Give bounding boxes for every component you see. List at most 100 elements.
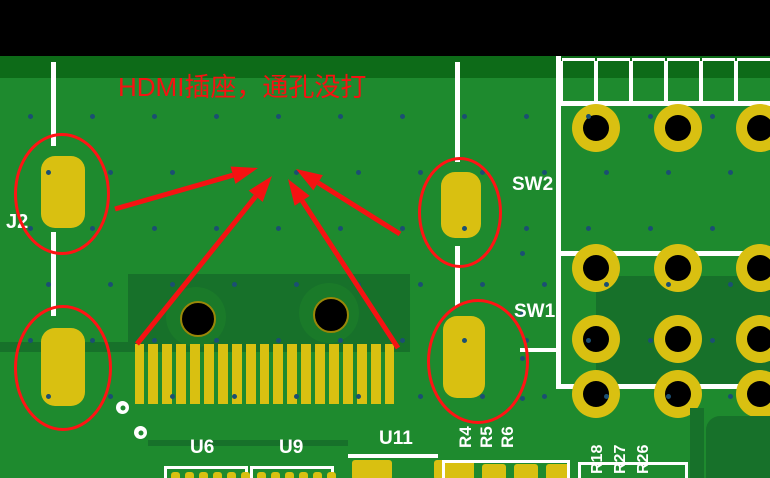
gold-finger [329, 344, 339, 404]
via [586, 338, 591, 343]
via [524, 226, 529, 231]
arrow-from-right [296, 169, 402, 237]
drill-hole [747, 255, 770, 281]
gold-finger [301, 344, 312, 404]
via [152, 226, 157, 231]
gold-finger [203, 344, 214, 404]
silk-vline-header-left [556, 56, 561, 388]
through-hole-pad [736, 370, 770, 418]
via [338, 338, 343, 343]
u6-pad [199, 472, 208, 478]
mount-hole-2 [134, 426, 147, 439]
drill-hole [583, 115, 609, 141]
through-hole-pad [736, 244, 770, 292]
via [232, 282, 237, 287]
via [152, 338, 157, 343]
via [648, 226, 653, 231]
silkscreen-top-box [667, 58, 700, 61]
u9-pad [313, 472, 322, 478]
silkscreen-top-box [597, 58, 630, 61]
via [276, 338, 281, 343]
through-hole-pad [572, 104, 620, 152]
designator-r6: R6 [498, 426, 517, 448]
u6-pad [185, 472, 194, 478]
gold-finger [356, 344, 367, 404]
solder-mask-dark-band [0, 56, 770, 78]
designator-sw2: SW2 [512, 174, 554, 195]
designator-sw1: SW1 [514, 301, 556, 322]
via [170, 394, 175, 399]
drill-hole [583, 255, 609, 281]
mount-hole-1 [116, 401, 129, 414]
resistor-pad [482, 464, 506, 478]
via [294, 394, 299, 399]
via [294, 282, 299, 287]
u6-pad [213, 472, 222, 478]
gold-finger [315, 344, 326, 404]
through-hole-pad [736, 104, 770, 152]
via [710, 226, 715, 231]
via [214, 338, 219, 343]
via [604, 394, 609, 399]
via [356, 394, 361, 399]
u6-pad [171, 472, 180, 478]
silkscreen-top-box-sep [629, 61, 633, 101]
gold-finger-array [133, 344, 397, 406]
via [46, 282, 51, 287]
drill-hole [747, 381, 770, 407]
via [152, 114, 157, 119]
u11-pad [352, 460, 392, 478]
via [214, 114, 219, 119]
via [666, 282, 671, 287]
via [294, 170, 299, 175]
via [520, 311, 525, 316]
via [418, 170, 423, 175]
silkscreen-top-box-sep [559, 61, 563, 101]
via [28, 114, 33, 119]
drill-hole [747, 326, 770, 352]
via [542, 394, 547, 399]
via [338, 114, 343, 119]
silkscreen-top-box [562, 58, 595, 61]
drill-hole [665, 255, 691, 281]
through-hole-pad [572, 315, 620, 363]
via-large-left [180, 301, 216, 337]
via [276, 226, 281, 231]
via [524, 114, 529, 119]
via [542, 282, 547, 287]
via [710, 338, 715, 343]
u9-pad [327, 472, 336, 478]
u9-pad [285, 472, 294, 478]
via [418, 394, 423, 399]
gold-finger [342, 344, 353, 404]
gold-finger [231, 344, 242, 404]
via [108, 282, 113, 287]
silk-hline-header-top [556, 101, 770, 106]
via [648, 114, 653, 119]
designator-r18: R18 [589, 444, 606, 474]
u6-pad [227, 472, 236, 478]
via [214, 226, 219, 231]
drill-hole [665, 115, 691, 141]
via [170, 170, 175, 175]
designator-r26: R26 [635, 444, 652, 474]
through-hole-pad [654, 244, 702, 292]
via [728, 282, 733, 287]
annotation-ellipse-hdmi-pad-bottom-left [14, 305, 112, 431]
copper-trace-bottom-right-1 [690, 408, 704, 478]
annotation-ellipse-hdmi-pad-sw2 [418, 157, 502, 268]
via [108, 170, 113, 175]
via [90, 114, 95, 119]
designator-u9: U9 [279, 437, 304, 458]
via [542, 170, 547, 175]
through-hole-pad [654, 104, 702, 152]
u9-pad [257, 472, 266, 478]
u6-pad [241, 472, 250, 478]
via [400, 226, 405, 231]
drill-hole [665, 326, 691, 352]
gold-finger [148, 344, 159, 404]
through-hole-pad [572, 370, 620, 418]
via [418, 282, 423, 287]
